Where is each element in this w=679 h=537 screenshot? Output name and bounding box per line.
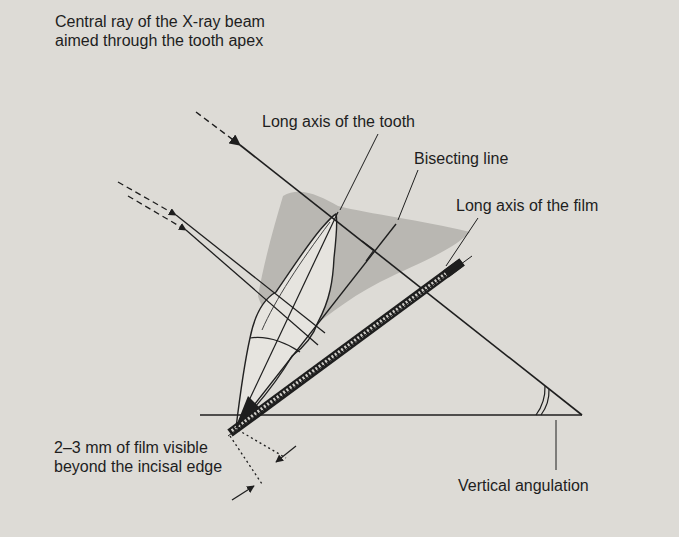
pulp-line (262, 222, 330, 330)
central-ray-dashed (196, 112, 240, 145)
dimension-line (238, 430, 286, 458)
callout-label: Long axis of the tooth (262, 112, 462, 131)
film-end (446, 262, 462, 274)
dimension-arrow (276, 446, 296, 462)
callout-label: 2–3 mm of film visible beyond the incisa… (54, 438, 226, 476)
dimension-line (230, 436, 262, 484)
leader-line (398, 170, 418, 220)
callout-label: Central ray of the X-ray beam aimed thro… (55, 12, 265, 50)
central-ray (240, 145, 582, 415)
leader-line (446, 218, 478, 266)
callout-label: Vertical angulation (458, 476, 648, 495)
bisecting-line (236, 224, 396, 428)
right-angle-mark (362, 241, 374, 261)
callout-label: Long axis of the film (456, 196, 666, 215)
tooth-axis (236, 212, 338, 428)
callout-label: Bisecting line (414, 149, 554, 168)
ray (186, 230, 318, 345)
incisal-arrowhead (236, 396, 260, 426)
angle-arc (541, 389, 549, 415)
ray (176, 215, 325, 333)
leader-line (556, 420, 557, 470)
dimension-arrow (232, 486, 254, 500)
ray-dashed (128, 196, 186, 230)
leader-line (340, 134, 378, 210)
ray-dashed (118, 182, 176, 215)
